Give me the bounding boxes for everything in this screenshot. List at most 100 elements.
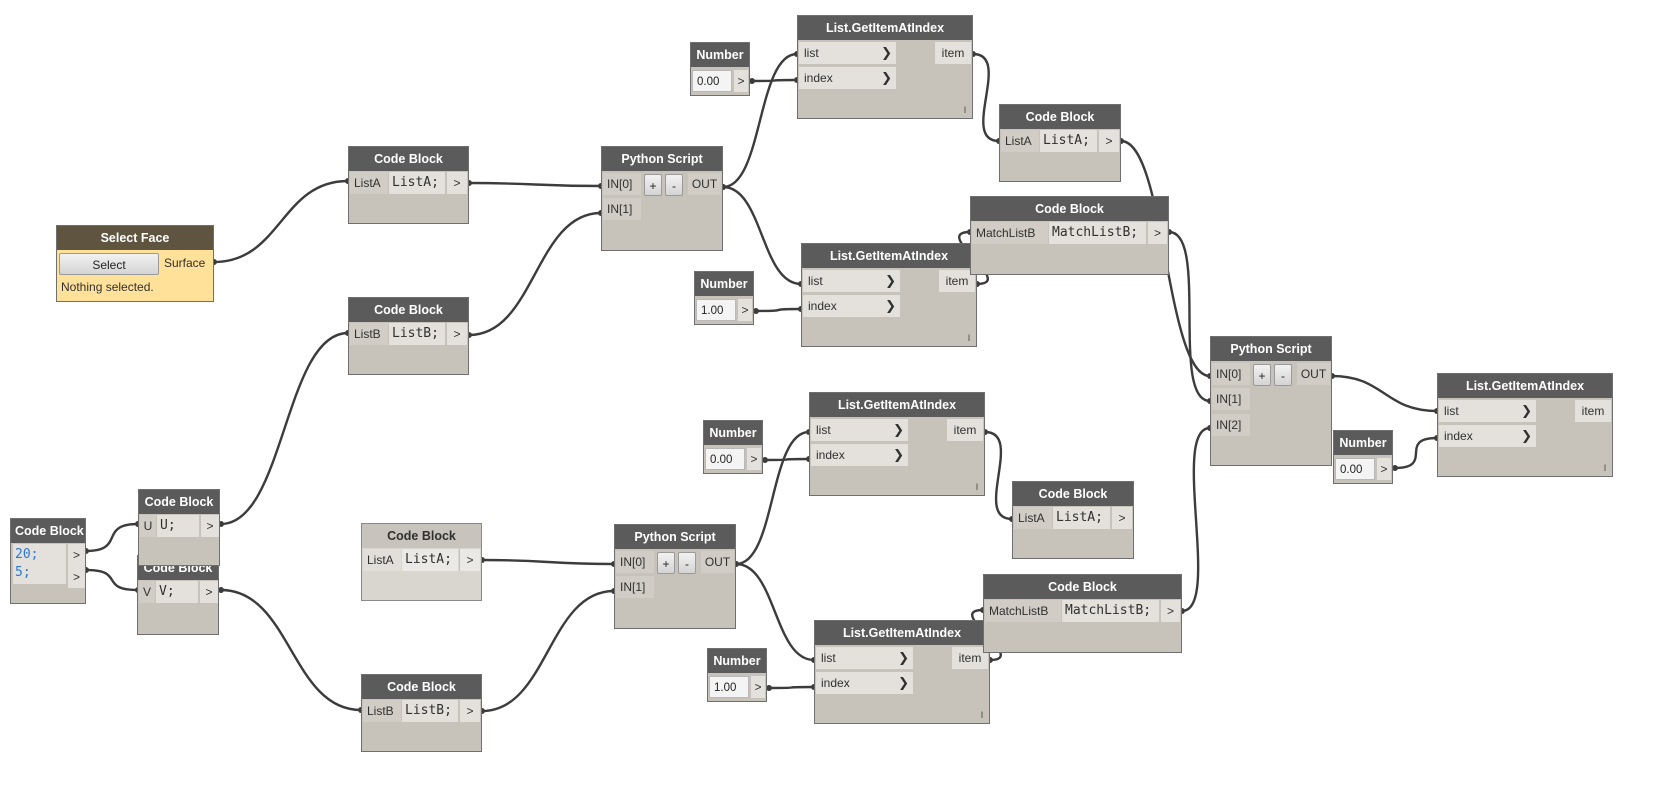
connector-wire[interactable] bbox=[481, 589, 615, 713]
input-port-label[interactable]: IN[1] bbox=[1212, 388, 1250, 410]
output-port-arrow[interactable]: > bbox=[459, 700, 480, 722]
code-block-node[interactable]: Code Block MatchListB MatchListB; > bbox=[970, 196, 1169, 275]
code-line[interactable]: ListB; bbox=[389, 323, 445, 345]
connector-wire[interactable] bbox=[1394, 436, 1438, 470]
add-input-button[interactable]: + bbox=[644, 174, 662, 196]
input-port-label[interactable]: MatchListB bbox=[972, 222, 1048, 244]
connector-wire[interactable] bbox=[972, 52, 1000, 143]
input-port-index[interactable]: index❯ bbox=[811, 444, 908, 466]
input-port-label[interactable]: IN[2] bbox=[1212, 414, 1250, 436]
connector-wire[interactable] bbox=[468, 181, 602, 188]
number-value-field[interactable]: 0.00 bbox=[1335, 458, 1375, 480]
output-port-arrow[interactable]: > bbox=[1160, 600, 1180, 622]
code-block-node[interactable]: Code Block V V; > bbox=[137, 555, 219, 635]
add-input-button[interactable]: + bbox=[1253, 364, 1271, 386]
code-line[interactable]: MatchListB; bbox=[1062, 600, 1159, 622]
connector-wire[interactable] bbox=[735, 562, 815, 662]
list-getitematindex-node[interactable]: List.GetItemAtIndex list❯ index❯ item l bbox=[801, 243, 977, 347]
input-port-label[interactable]: IN[1] bbox=[603, 198, 641, 220]
connector-wire[interactable] bbox=[220, 588, 362, 712]
list-getitematindex-node[interactable]: List.GetItemAtIndex list❯ index❯ item l bbox=[809, 392, 985, 496]
connector-wire[interactable] bbox=[468, 211, 602, 337]
select-face-node[interactable]: Select Face Select Surface Nothing selec… bbox=[56, 225, 214, 302]
number-node[interactable]: Number 1.00 > bbox=[694, 271, 754, 325]
code-line[interactable]: MatchListB; bbox=[1049, 222, 1146, 244]
python-script-node[interactable]: Python Script IN[0] + - OUT IN[1] bbox=[601, 146, 723, 251]
remove-input-button[interactable]: - bbox=[665, 174, 683, 196]
output-port-item[interactable]: item bbox=[947, 419, 983, 441]
input-port-label[interactable]: ListA bbox=[1014, 507, 1052, 529]
remove-input-button[interactable]: - bbox=[1274, 364, 1292, 386]
add-input-button[interactable]: + bbox=[657, 552, 675, 574]
code-line[interactable]: ListB; bbox=[402, 700, 458, 722]
output-port-arrow[interactable]: > bbox=[446, 172, 467, 194]
output-port-item[interactable]: item bbox=[952, 647, 988, 669]
number-node[interactable]: Number 0.00 > bbox=[703, 420, 763, 474]
list-getitematindex-node[interactable]: List.GetItemAtIndex list❯ index❯ item l bbox=[797, 15, 973, 119]
list-getitematindex-node[interactable]: List.GetItemAtIndex list❯ index❯ item l bbox=[814, 620, 990, 724]
output-port-label[interactable]: OUT bbox=[1297, 363, 1330, 385]
code-line[interactable]: ListA; bbox=[389, 172, 445, 194]
input-port-list[interactable]: list❯ bbox=[1439, 400, 1536, 422]
code-block-node-frozen[interactable]: Code Block ListA ListA; > bbox=[361, 523, 482, 601]
code-block-node[interactable]: Code Block ListA ListA; > bbox=[1012, 481, 1134, 559]
code-line[interactable]: 5; bbox=[13, 562, 66, 584]
remove-input-button[interactable]: - bbox=[678, 552, 696, 574]
number-value-field[interactable]: 1.00 bbox=[696, 299, 736, 321]
code-block-node[interactable]: Code Block ListA ListA; > bbox=[348, 146, 469, 224]
number-node[interactable]: Number 0.00 > bbox=[690, 42, 750, 96]
input-port-label[interactable]: ListA bbox=[363, 549, 401, 571]
output-port-arrow[interactable]: > bbox=[199, 581, 218, 603]
output-port-arrow[interactable]: > bbox=[1376, 458, 1391, 480]
input-port-label[interactable]: ListA bbox=[1001, 130, 1039, 152]
code-block-node[interactable]: Code Block MatchListB MatchListB; > bbox=[983, 574, 1182, 653]
output-port-label[interactable]: OUT bbox=[688, 173, 721, 195]
connector-wire[interactable] bbox=[764, 457, 810, 462]
input-port-index[interactable]: index❯ bbox=[803, 295, 900, 317]
output-port-label[interactable]: Surface bbox=[161, 252, 211, 274]
connector-wire[interactable] bbox=[768, 685, 815, 690]
code-line[interactable]: ListA; bbox=[1040, 130, 1097, 152]
connector-wire[interactable] bbox=[481, 558, 615, 566]
output-port-arrow[interactable]: > bbox=[746, 448, 761, 470]
connector-wire[interactable] bbox=[85, 568, 139, 592]
number-value-field[interactable]: 1.00 bbox=[709, 676, 749, 698]
input-port-label[interactable]: ListB bbox=[363, 700, 401, 722]
connector-wire[interactable] bbox=[213, 179, 349, 264]
output-port-arrow[interactable]: > bbox=[750, 676, 765, 698]
output-port-label[interactable]: OUT bbox=[701, 551, 734, 573]
code-block-node[interactable]: Code Block ListA ListA; > bbox=[999, 104, 1121, 182]
output-port-arrow[interactable]: > bbox=[1111, 507, 1132, 529]
input-port-index[interactable]: index❯ bbox=[816, 672, 913, 694]
output-port-arrow[interactable]: > bbox=[67, 544, 85, 566]
connector-wire[interactable] bbox=[1168, 230, 1211, 403]
connector-wire[interactable] bbox=[751, 78, 798, 83]
input-port-list[interactable]: list❯ bbox=[803, 270, 900, 292]
code-block-node[interactable]: Code Block ListB ListB; > bbox=[348, 297, 469, 375]
input-port-list[interactable]: list❯ bbox=[811, 419, 908, 441]
number-value-field[interactable]: 0.00 bbox=[705, 448, 745, 470]
output-port-arrow[interactable]: > bbox=[1098, 130, 1119, 152]
connector-wire[interactable] bbox=[755, 307, 802, 313]
input-port-label[interactable]: IN[0] bbox=[616, 551, 654, 573]
number-node[interactable]: Number 0.00 > bbox=[1333, 430, 1393, 484]
input-port-list[interactable]: list❯ bbox=[799, 42, 896, 64]
input-port-label[interactable]: IN[0] bbox=[1212, 363, 1250, 385]
connector-wire[interactable] bbox=[220, 331, 349, 526]
code-line[interactable]: ListA; bbox=[402, 549, 458, 571]
connector-wire[interactable] bbox=[85, 522, 139, 553]
connector-wire[interactable] bbox=[1331, 374, 1438, 413]
output-port-arrow[interactable]: > bbox=[459, 549, 480, 571]
connector-wire[interactable] bbox=[722, 185, 802, 286]
python-script-node[interactable]: Python Script IN[0] + - OUT IN[1] bbox=[614, 524, 736, 629]
output-port-arrow[interactable]: > bbox=[733, 70, 748, 92]
output-port-arrow[interactable]: > bbox=[737, 299, 752, 321]
input-port-label[interactable]: V bbox=[139, 581, 155, 603]
list-getitematindex-node[interactable]: List.GetItemAtIndex list❯ index❯ item l bbox=[1437, 373, 1613, 477]
output-port-arrow[interactable]: > bbox=[446, 323, 467, 345]
code-line[interactable]: 20; bbox=[13, 544, 66, 566]
code-line[interactable]: U; bbox=[157, 515, 199, 537]
code-block-node[interactable]: Code Block U U; > bbox=[138, 489, 220, 566]
input-port-label[interactable]: IN[0] bbox=[603, 173, 641, 195]
